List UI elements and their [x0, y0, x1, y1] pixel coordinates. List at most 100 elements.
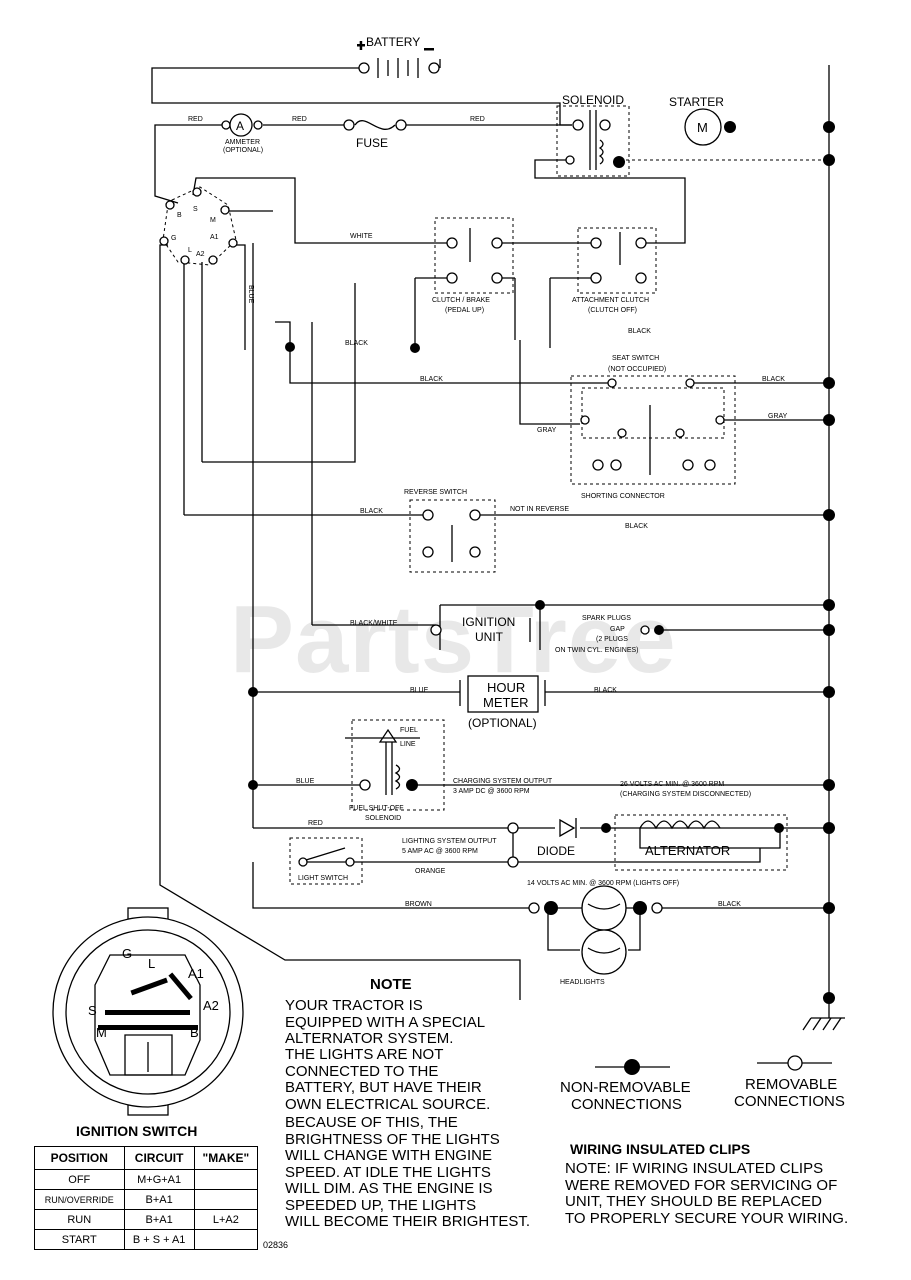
cell-make: L+A2 [193, 1209, 259, 1230]
note-line: CONNECTED TO THE [285, 1063, 438, 1080]
watermark: PartsTree [230, 586, 677, 693]
table-row: START B + S + A1 [34, 1229, 259, 1250]
cell-position: RUN/OVERRIDE [34, 1189, 125, 1210]
spark-plugs-label: SPARK PLUGS [582, 615, 631, 622]
ammeter: A AMMETER (OPTIONAL) [221, 113, 263, 154]
clutch-brake-switch: CLUTCH / BRAKE (PEDAL UP) [432, 217, 514, 314]
fuse-label: FUSE [356, 136, 388, 150]
wire-black-8: BLACK [718, 901, 741, 908]
ground-bus-connections [248, 121, 835, 1004]
attachment-clutch-switch: ATTACHMENT CLUTCH (CLUTCH OFF) [572, 227, 657, 314]
fuel-solenoid-label-2: SOLENOID [365, 815, 401, 822]
cell-make [193, 1169, 259, 1190]
table-row: RUN B+A1 L+A2 [34, 1209, 259, 1230]
ammeter-label: AMMETER [225, 139, 260, 146]
wires [151, 59, 845, 1031]
headlights-label: HEADLIGHTS [560, 979, 605, 986]
note-line: BECAUSE OF THIS, THE [285, 1114, 458, 1131]
wire-blue-2: BLUE [296, 778, 315, 785]
legend-nonremovable-1: NON-REMOVABLE [560, 1079, 691, 1096]
terminal-a2: A2 [196, 251, 205, 258]
ignition-unit-label-2: UNIT [475, 630, 504, 644]
wire-black-4: BLACK [762, 376, 785, 383]
fuse: FUSE [343, 119, 407, 150]
note-line: EQUIPPED WITH A SPECIAL [285, 1014, 485, 1031]
ignition-switch-table: POSITION CIRCUIT "MAKE" OFF M+G+A1 RUN/O… [34, 1146, 259, 1250]
hour-meter-label-2: METER [483, 695, 529, 710]
clips-note: WIRING INSULATED CLIPS NOTE: IF WIRING I… [565, 1141, 848, 1227]
wire-red-4: RED [308, 820, 323, 827]
wire-black-7: BLACK [594, 687, 617, 694]
reverse-switch: REVERSE SWITCH NOT IN REVERSE [404, 489, 569, 573]
ignition-unit: IGNITION UNIT SPARK PLUGS GAP (2 PLUGS O… [430, 600, 664, 654]
wire-black-2: BLACK [628, 328, 651, 335]
seat-switch-label: SEAT SWITCH [612, 355, 659, 362]
table-row: RUN/OVERRIDE B+A1 [34, 1189, 259, 1210]
charging-output-label-1: CHARGING SYSTEM OUTPUT [453, 778, 553, 785]
wire-black-6: BLACK [625, 523, 648, 530]
note-title: NOTE [370, 976, 412, 993]
wire-white: WHITE [350, 233, 373, 240]
ignition-switch-face: G L A1 A2 S M B [52, 907, 244, 1116]
wire-red-2: RED [292, 116, 307, 123]
battery-label: BATTERY [366, 35, 420, 49]
starter-label: STARTER [669, 95, 724, 109]
lighting-output-label-1: LIGHTING SYSTEM OUTPUT [402, 838, 497, 845]
legend-removable-1: REMOVABLE [745, 1076, 837, 1093]
drawing-number: 02836 [263, 1240, 288, 1250]
switch-face-b: B [190, 1025, 199, 1040]
legend-removable-2: CONNECTIONS [734, 1093, 845, 1110]
terminal-s: S [193, 206, 198, 213]
light-switch: LIGHT SWITCH [289, 837, 363, 885]
note-line: YOUR TRACTOR IS [285, 997, 423, 1014]
diode-label: DIODE [537, 844, 575, 858]
note-line: ALTERNATOR SYSTEM. [285, 1030, 453, 1047]
switch-face-a2: A2 [203, 998, 219, 1013]
fuel-line-label-1: FUEL [400, 727, 418, 734]
clips-line: NOTE: IF WIRING INSULATED CLIPS [565, 1160, 823, 1177]
header-circuit: CIRCUIT [123, 1146, 195, 1170]
hour-meter-label-1: HOUR [487, 680, 525, 695]
table-header-row: POSITION CIRCUIT "MAKE" [34, 1146, 259, 1170]
wire-gray-1: GRAY [537, 427, 557, 434]
wire-black-5: BLACK [360, 508, 383, 515]
note-line: OWN ELECTRICAL SOURCE. [285, 1096, 490, 1113]
seat-switch: SEAT SWITCH (NOT OCCUPIED) SHORTING CONN… [570, 355, 736, 500]
cell-circuit: B+A1 [123, 1209, 195, 1230]
note-line: SPEED. AT IDLE THE LIGHTS [285, 1164, 491, 1181]
ammeter-symbol: A [236, 119, 244, 133]
twin-cyl-label: ON TWIN CYL. ENGINES) [555, 647, 639, 654]
fuel-line-label-2: LINE [400, 741, 416, 748]
clips-line: TO PROPERLY SECURE YOUR WIRING. [565, 1210, 848, 1227]
ammeter-optional: (OPTIONAL) [223, 147, 263, 154]
cell-make [193, 1229, 259, 1250]
switch-face-a1: A1 [188, 966, 204, 981]
cell-position: OFF [34, 1169, 125, 1190]
wire-black-white: BLACK/WHITE [350, 620, 398, 627]
note-line: WILL BECOME THEIR BRIGHTEST. [285, 1213, 530, 1230]
not-in-reverse-label: NOT IN REVERSE [510, 506, 569, 513]
switch-face-s: S [88, 1003, 97, 1018]
wire-gray-2: GRAY [768, 413, 788, 420]
cell-circuit: B+A1 [123, 1189, 195, 1210]
wire-black-1: BLACK [345, 340, 368, 347]
terminal-m: M [210, 217, 216, 224]
clips-line: WERE REMOVED FOR SERVICING OF [565, 1177, 837, 1194]
terminal-b: B [177, 212, 182, 219]
note-line: BATTERY, BUT HAVE THEIR [285, 1079, 482, 1096]
alternator-section: DIODE ALTERNATOR CHARGING SYSTEM OUTPUT … [402, 778, 788, 887]
lighting-output-label-2: 5 AMP AC @ 3600 RPM [402, 848, 478, 855]
shorting-connector-label: SHORTING CONNECTOR [581, 493, 665, 500]
hour-meter: HOUR METER (OPTIONAL) [459, 675, 546, 730]
wire-red-3: RED [470, 116, 485, 123]
ignition-switch-terminals: B S M G A1 L A2 [159, 186, 238, 266]
light-switch-label: LIGHT SWITCH [298, 875, 348, 882]
ac14-label: 14 VOLTS AC MIN. @ 3600 RPM (LIGHTS OFF) [527, 880, 679, 887]
clips-title: WIRING INSULATED CLIPS [570, 1141, 750, 1157]
wire-orange: ORANGE [415, 868, 446, 875]
cell-circuit: B + S + A1 [123, 1229, 195, 1250]
note-line: WILL CHANGE WITH ENGINE [285, 1147, 492, 1164]
note-line: BRIGHTNESS OF THE LIGHTS [285, 1131, 500, 1148]
charging-output-label-2: 3 AMP DC @ 3600 RPM [453, 788, 530, 795]
terminal-g: G [171, 235, 176, 242]
